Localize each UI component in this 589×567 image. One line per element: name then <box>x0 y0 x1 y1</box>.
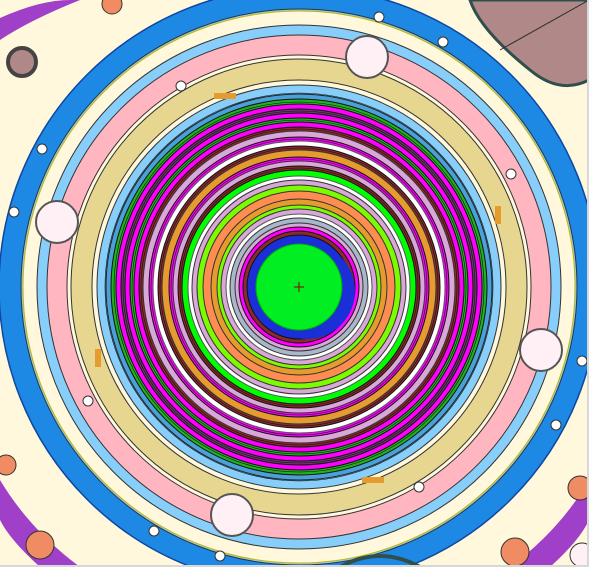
bottom-right-purple-band <box>510 480 589 567</box>
bottom-left-purple-band <box>0 480 80 567</box>
slab-line <box>499 0 589 51</box>
small-hole[interactable] <box>82 395 94 407</box>
small-hole[interactable] <box>148 525 160 537</box>
small-hole[interactable] <box>36 143 48 155</box>
center-crosshair <box>294 282 304 292</box>
left-salmon-hole <box>0 454 17 476</box>
small-hole[interactable] <box>437 36 449 48</box>
small-hole[interactable] <box>576 355 588 367</box>
small-hole[interactable] <box>175 80 187 92</box>
small-hole[interactable] <box>413 481 425 493</box>
ring-separator <box>131 119 467 455</box>
top-edge-hole <box>101 0 123 15</box>
left-purple-band <box>0 0 80 40</box>
large-port-bottom[interactable] <box>210 493 254 537</box>
right-salmon-hole <box>567 475 589 501</box>
small-hole[interactable] <box>550 419 562 431</box>
ring-separator <box>140 128 458 446</box>
bottom-dark-arc <box>339 554 421 567</box>
ring-separator <box>122 110 476 464</box>
bottom-right-white-hole <box>569 542 589 567</box>
ring-separator <box>159 147 439 427</box>
ring-separator <box>113 101 485 473</box>
ring-separator <box>179 167 419 407</box>
ring-separator <box>104 92 494 482</box>
top-left-hole <box>6 46 38 78</box>
ring-separator <box>150 138 448 436</box>
orange-marker <box>495 206 501 224</box>
bottom-left-salmon-hole <box>25 530 55 560</box>
small-hole[interactable] <box>8 206 20 218</box>
bottom-right-salmon-hole <box>500 537 530 567</box>
large-port-right[interactable] <box>519 328 563 372</box>
orange-marker <box>95 349 101 367</box>
bolt-holes <box>8 11 588 562</box>
small-hole[interactable] <box>214 550 226 562</box>
orange-marker <box>362 477 384 483</box>
orange-marker <box>214 93 236 99</box>
ring-separator <box>170 158 428 416</box>
large-port-left[interactable] <box>35 200 79 244</box>
large-port-top[interactable] <box>345 35 389 79</box>
ring-markers <box>95 93 501 483</box>
top-right-slab <box>468 0 589 88</box>
small-hole[interactable] <box>373 11 385 23</box>
small-hole[interactable] <box>505 168 517 180</box>
